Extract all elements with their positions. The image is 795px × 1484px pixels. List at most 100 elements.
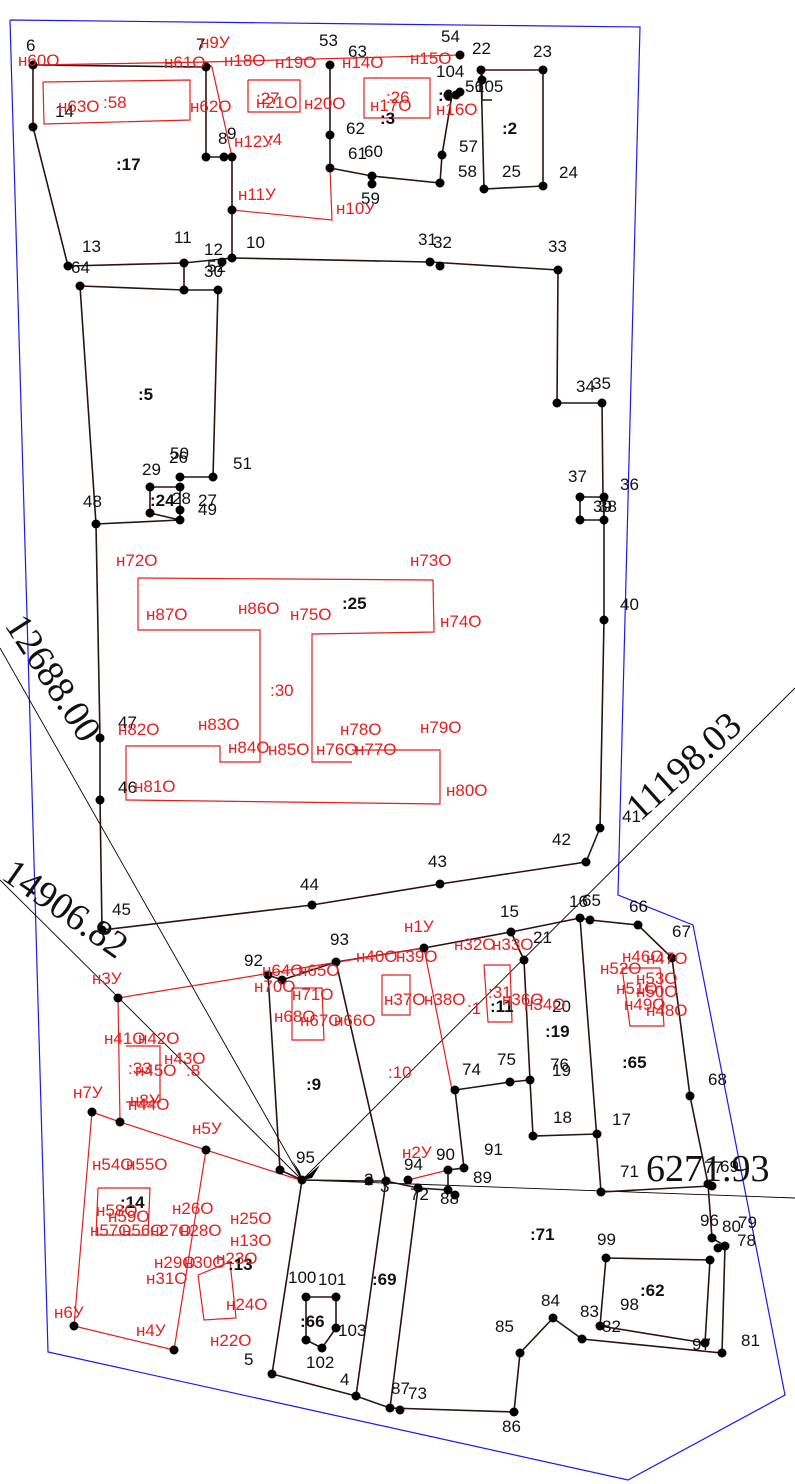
parcel-label: :62 bbox=[640, 1281, 665, 1300]
parcel-label-proposed: :26 bbox=[386, 88, 410, 107]
parcel-label-proposed: :10 bbox=[388, 1063, 412, 1082]
parcel-label-proposed: :33 bbox=[128, 1059, 152, 1078]
pt-label-red: н80О bbox=[446, 781, 488, 800]
pt-label-red: н64О bbox=[262, 961, 304, 980]
pt-label: 105 bbox=[475, 77, 503, 96]
pt-label-red: н67О bbox=[300, 1011, 342, 1030]
pt-label-red: н61О bbox=[164, 53, 206, 72]
pt-label-red: н19О bbox=[275, 53, 317, 72]
pt-label-red: н33О bbox=[492, 935, 534, 954]
pt-label: 82 bbox=[602, 1317, 621, 1336]
pt-label-red: н36О bbox=[502, 990, 544, 1009]
pt-label-red: н30О bbox=[184, 1253, 226, 1272]
point-labels-red: н60О н63О н9У н61О н18О н19О н14О н15О н… bbox=[18, 33, 688, 1350]
pt-label-red: н41О bbox=[104, 1029, 146, 1048]
pt-label: 33 bbox=[548, 237, 567, 256]
pt-label: 98 bbox=[620, 1295, 639, 1314]
pt-label: 100 bbox=[288, 1268, 316, 1287]
parcel-label: :65 bbox=[622, 1053, 647, 1072]
survey-rays bbox=[0, 647, 795, 1199]
pt-label-red: н75О bbox=[290, 605, 332, 624]
pt-label-red: н85О bbox=[268, 740, 310, 759]
parcel-label: :3 bbox=[380, 109, 395, 128]
pt-label-red: н27О bbox=[150, 1221, 192, 1240]
pt-label-red: н58О bbox=[96, 1201, 138, 1220]
pt-label-red: н66О bbox=[334, 1011, 376, 1030]
pt-label: 32 bbox=[433, 233, 452, 252]
pt-label: 20 bbox=[552, 997, 571, 1016]
pt-label-red: н74О bbox=[440, 612, 482, 631]
pt-label: 54 bbox=[441, 27, 460, 46]
pt-label: 14 bbox=[55, 102, 74, 121]
pt-label-red: н9У bbox=[200, 33, 230, 52]
pt-label: 64 bbox=[71, 258, 90, 277]
pt-label: 13 bbox=[82, 237, 101, 256]
pt-label: 53 bbox=[319, 31, 338, 50]
pt-label: 38 bbox=[598, 497, 617, 516]
pt-label: 65 bbox=[582, 891, 601, 910]
pt-label-red: н7У bbox=[73, 1083, 103, 1102]
pt-label: 56 bbox=[465, 77, 484, 96]
pt-label: 93 bbox=[330, 930, 349, 949]
pt-label-red: н1У bbox=[404, 917, 434, 936]
pt-label: 6 bbox=[26, 36, 35, 55]
pt-label-red: н17О bbox=[370, 96, 412, 115]
pt-label: 5 bbox=[244, 1350, 253, 1369]
pt-label: 95 bbox=[296, 1148, 315, 1167]
pt-label: 84 bbox=[541, 1291, 560, 1310]
pt-label-red: н12У bbox=[234, 132, 273, 151]
pt-label: 7 bbox=[196, 35, 205, 54]
parcel-labels: :17 :5 :24 :25 :9 :19 :65 :71 :62 :69 :6… bbox=[103, 86, 665, 1331]
parcel-label: :14 bbox=[120, 1193, 145, 1212]
pt-label-red: н60О bbox=[18, 51, 60, 70]
pt-label: 71 bbox=[620, 1162, 639, 1181]
pt-label-red: н79О bbox=[420, 718, 462, 737]
pt-label: 19 bbox=[552, 1061, 571, 1080]
pt-label: 102 bbox=[306, 1353, 334, 1372]
parcel-label: :9 bbox=[306, 1075, 321, 1094]
pt-label-red: н54О bbox=[92, 1155, 134, 1174]
pt-label: 11 bbox=[174, 228, 192, 247]
pt-label: 15 bbox=[500, 902, 519, 921]
survey-points bbox=[28, 50, 730, 1417]
proposed-parcel-lines bbox=[32, 54, 665, 1351]
pt-label: 62 bbox=[346, 119, 365, 138]
parcel-label: :6 bbox=[438, 86, 453, 105]
pt-label-red: н87О bbox=[146, 605, 188, 624]
pt-label: 61 bbox=[348, 144, 367, 163]
pt-label: 48 bbox=[83, 492, 102, 511]
pt-label-red: н45О bbox=[135, 1061, 177, 1080]
pt-label-red: н25О bbox=[230, 1209, 272, 1228]
pt-label: 18 bbox=[553, 1108, 572, 1127]
pt-label-red: н62О bbox=[190, 97, 232, 116]
pt-label: 63 bbox=[348, 42, 367, 61]
pt-label: 21 bbox=[533, 928, 552, 947]
pt-label: 81 bbox=[741, 1331, 760, 1350]
pt-label-red: н28О bbox=[180, 1221, 222, 1240]
point-labels-black: 6 14 7 8 9 10 11 12 13 64 30 52 53 63 54… bbox=[26, 27, 760, 1436]
pt-label: 87 bbox=[391, 1379, 410, 1398]
pt-label-red: н82О bbox=[118, 720, 160, 739]
parcel-label: :66 bbox=[300, 1312, 325, 1331]
dimension-label: 6271.93 bbox=[646, 1148, 770, 1190]
pt-label-red: н38О bbox=[424, 990, 466, 1009]
pt-label: 47 bbox=[118, 713, 137, 732]
parcel-label-proposed: :1 bbox=[467, 999, 481, 1018]
pt-label: 94 bbox=[404, 1155, 423, 1174]
parcel-label: :71 bbox=[530, 1225, 555, 1244]
pt-label: 75 bbox=[497, 1050, 516, 1069]
parcel-label: :2 bbox=[502, 119, 517, 138]
pt-label: 31 bbox=[418, 230, 437, 249]
dimension-labels: 12688.00 11198.03 14906.82 6271.93 bbox=[0, 607, 770, 1190]
pt-label: 67 bbox=[672, 922, 691, 941]
pt-label: 99 bbox=[597, 1230, 616, 1249]
pt-label: 73 bbox=[408, 1384, 427, 1403]
pt-label-red: н31О bbox=[146, 1269, 188, 1288]
pt-label-red: н13О bbox=[230, 1231, 272, 1250]
pt-label: 34 bbox=[576, 377, 595, 396]
pt-label-red: н65О bbox=[298, 961, 340, 980]
pt-label: 101 bbox=[318, 1270, 346, 1289]
parcel-label-proposed: :4 bbox=[268, 130, 282, 149]
pt-label-red: н44О bbox=[128, 1095, 170, 1114]
